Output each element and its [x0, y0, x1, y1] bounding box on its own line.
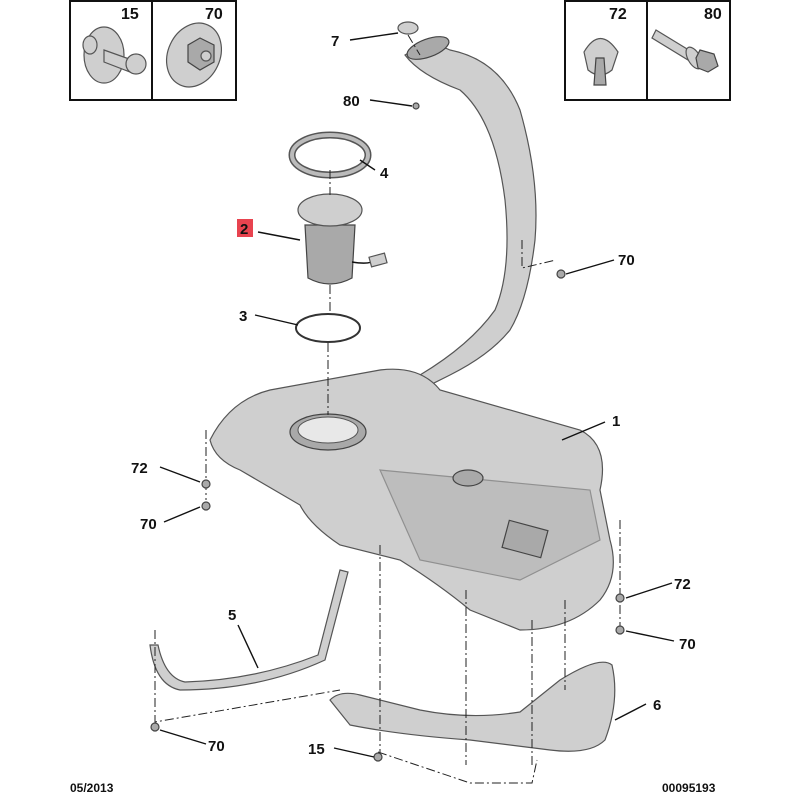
flange-screw-icon — [651, 29, 719, 73]
filler-neck — [397, 21, 537, 386]
assembly-lines — [154, 34, 621, 784]
callout-1: 1 — [612, 413, 620, 430]
legend-box-left: 15 70 — [69, 0, 237, 101]
footer-date: 05/2013 — [70, 781, 114, 795]
lock-ring — [288, 131, 372, 179]
fuel-pump-module — [297, 193, 388, 285]
fasteners — [150, 102, 625, 762]
callout-80: 80 — [343, 93, 360, 110]
fuel-tank — [209, 368, 614, 631]
callout-70-bottom: 70 — [208, 738, 225, 755]
leader-lines — [159, 32, 675, 758]
legend-box-right: 72 80 — [564, 0, 731, 101]
flange-nut-icon — [166, 22, 222, 88]
footer-doc-number: 00095193 — [662, 781, 716, 795]
callout-70-left: 70 — [140, 516, 157, 533]
push-clip-icon — [583, 37, 619, 86]
legend-label-72: 72 — [609, 6, 627, 23]
heat-shield — [329, 661, 616, 752]
clip-fastener-icon — [82, 26, 147, 84]
callout-2: 2 — [240, 221, 248, 238]
callout-7: 7 — [331, 33, 339, 50]
callout-70-top: 70 — [618, 252, 635, 269]
callout-3: 3 — [239, 308, 247, 325]
callout-6: 6 — [653, 697, 661, 714]
callout-70-right: 70 — [679, 636, 696, 653]
callout-72-left: 72 — [131, 460, 148, 477]
callout-4: 4 — [380, 165, 389, 182]
callout-15-bottom: 15 — [308, 741, 325, 758]
callout-2-highlight — [237, 219, 253, 237]
callout-72-right: 72 — [674, 576, 691, 593]
legend-label-70: 70 — [205, 6, 223, 23]
tank-strap — [149, 569, 349, 691]
callout-5: 5 — [228, 607, 236, 624]
seal-ring — [295, 313, 361, 343]
legend-label-80: 80 — [704, 6, 722, 23]
legend-label-15: 15 — [121, 6, 139, 23]
gasket-7 — [397, 21, 419, 35]
